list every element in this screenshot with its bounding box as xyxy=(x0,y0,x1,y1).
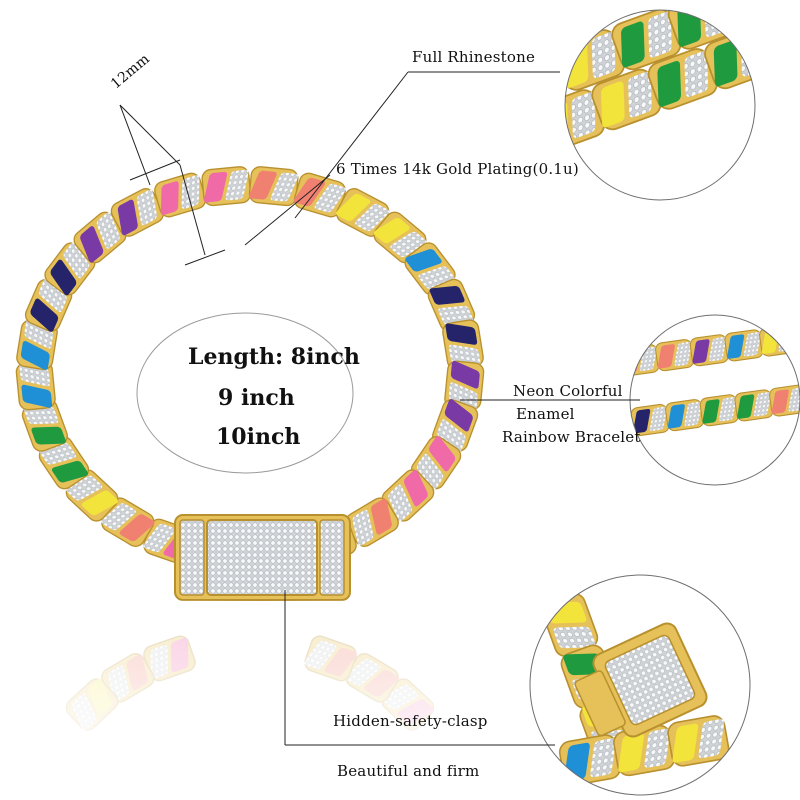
bracelet-link xyxy=(689,334,729,367)
neon-label-line1: Neon Colorful xyxy=(513,382,623,400)
detail-circle-enamel xyxy=(629,314,800,486)
bracelet-link xyxy=(647,48,718,110)
bracelet-link xyxy=(381,469,435,522)
plating-label: 6 Times 14k Gold Plating(0.1u) xyxy=(336,160,579,178)
rhinestone-label: Full Rhinestone xyxy=(412,48,536,66)
bracelet-link xyxy=(444,360,485,411)
bracelet-link xyxy=(724,10,755,30)
bracelet-link xyxy=(432,399,479,452)
detail-circle-clasp xyxy=(529,574,751,796)
bracelet-link xyxy=(591,68,662,131)
bracelet-link xyxy=(336,188,390,237)
bracelet-clasp xyxy=(174,514,351,601)
bracelet-link xyxy=(793,319,800,352)
bracelet-link xyxy=(24,278,73,332)
bracelet-link xyxy=(201,166,252,207)
bracelet-link xyxy=(734,389,774,422)
bracelet-link xyxy=(65,469,119,522)
bracelet-link xyxy=(667,715,730,767)
bracelet-link xyxy=(655,339,695,372)
bracelet-link xyxy=(345,497,399,547)
length-oval xyxy=(136,312,354,474)
bracelet-link xyxy=(101,497,155,547)
length-option-9: 9 inch xyxy=(218,385,295,411)
bracelet-link xyxy=(699,394,739,427)
bracelet-link xyxy=(724,329,764,362)
bracelet-link xyxy=(769,384,800,417)
bracelet-link xyxy=(16,319,58,371)
bracelet-link xyxy=(427,278,476,332)
clasp-detail xyxy=(574,622,708,738)
bracelet-link xyxy=(44,242,96,296)
bracelet-link xyxy=(154,172,207,218)
neon-label-line2: Enamel xyxy=(516,405,575,423)
bracelet-link xyxy=(611,10,682,71)
bracelet-link xyxy=(630,403,670,437)
callout-lines xyxy=(119,71,640,746)
bracelet-link xyxy=(110,188,164,237)
bracelet-link xyxy=(757,4,800,71)
bracelet-link xyxy=(759,324,799,357)
bracelet-link xyxy=(373,211,427,264)
bracelet-link xyxy=(248,166,299,207)
bracelet-link xyxy=(665,399,705,432)
neon-label-line3: Rainbow Bracelet xyxy=(502,428,641,446)
bracelet-link xyxy=(404,242,456,296)
firm-label: Beautiful and firm xyxy=(337,762,480,780)
clasp-label: Hidden-safety-clasp xyxy=(333,712,488,730)
length-option-8: Length: 8inch xyxy=(188,344,360,370)
length-option-10: 10inch xyxy=(216,424,301,450)
